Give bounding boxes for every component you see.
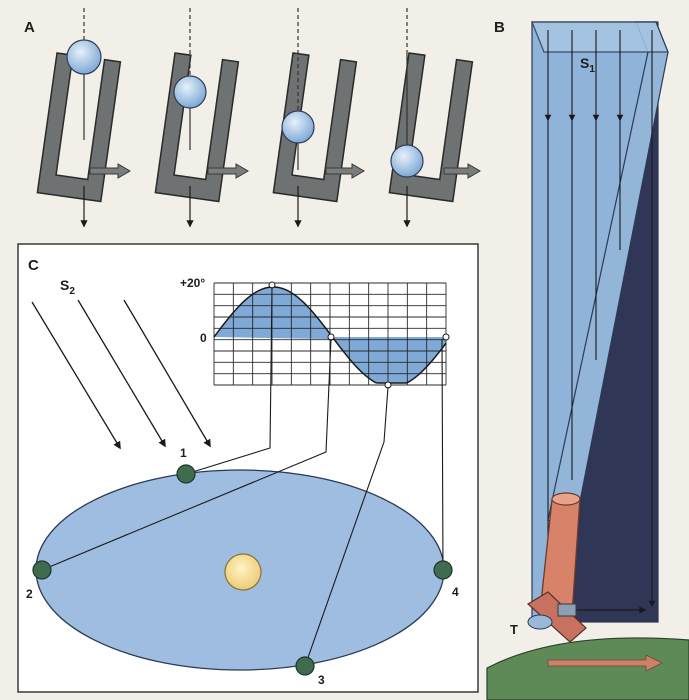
connector-1	[185, 286, 273, 475]
telescope-mount	[526, 591, 587, 643]
telescope-label: T	[510, 622, 518, 637]
earth-position-3	[295, 656, 315, 676]
panel-c: C S2 +20° 0	[17, 243, 479, 693]
panel-a: A	[24, 8, 481, 228]
ground	[486, 637, 689, 700]
star-ray-2	[77, 299, 166, 448]
connector-2	[41, 338, 332, 571]
motion-arrows	[89, 163, 481, 179]
connector-lines	[41, 286, 444, 667]
ball-1	[66, 39, 102, 75]
telescope-eyepiece	[527, 614, 553, 630]
telescope-clamp	[557, 603, 577, 617]
earth-position-4	[433, 560, 453, 580]
ball-3	[281, 110, 315, 144]
connector-3	[304, 386, 389, 667]
position-label-1: 1	[180, 446, 187, 460]
telescope-objective	[551, 492, 581, 506]
panel-c-label: C	[28, 257, 39, 274]
tube-frame-2	[154, 52, 240, 203]
connector-4	[441, 338, 444, 571]
graph-top-label: +20°	[180, 276, 205, 290]
motion-arrow-3	[325, 163, 365, 179]
earth-position-2	[32, 560, 52, 580]
telescope	[526, 492, 587, 643]
panel-a-label: A	[24, 19, 35, 36]
tube-frame-1	[36, 52, 122, 203]
panel-b-label: B	[494, 19, 505, 36]
vertical-rays	[544, 30, 656, 608]
star-ray-3	[123, 299, 211, 448]
graph-positive-area	[214, 287, 332, 337]
position-label-3: 3	[318, 673, 325, 687]
earth-position-1	[176, 464, 196, 484]
ball-2	[173, 75, 207, 109]
motion-arrow-2	[207, 163, 249, 179]
panel-b: B S1	[486, 19, 689, 700]
motion-arrow-4	[443, 163, 481, 179]
position-label-4: 4	[452, 585, 459, 599]
star-ray-1	[31, 301, 121, 450]
tube-frame-3	[272, 52, 358, 203]
ball-4	[390, 144, 424, 178]
s1-label: S1	[580, 55, 595, 75]
column-top-face	[531, 21, 669, 53]
sun	[224, 553, 262, 591]
graph-zero-label: 0	[200, 331, 207, 345]
position-label-2: 2	[26, 587, 33, 601]
ground-motion-arrow	[547, 654, 663, 672]
tube-frame-4	[388, 52, 474, 203]
s2-label: S2	[60, 277, 75, 297]
motion-arrow-1	[89, 163, 131, 179]
graph-point-4	[442, 333, 450, 341]
